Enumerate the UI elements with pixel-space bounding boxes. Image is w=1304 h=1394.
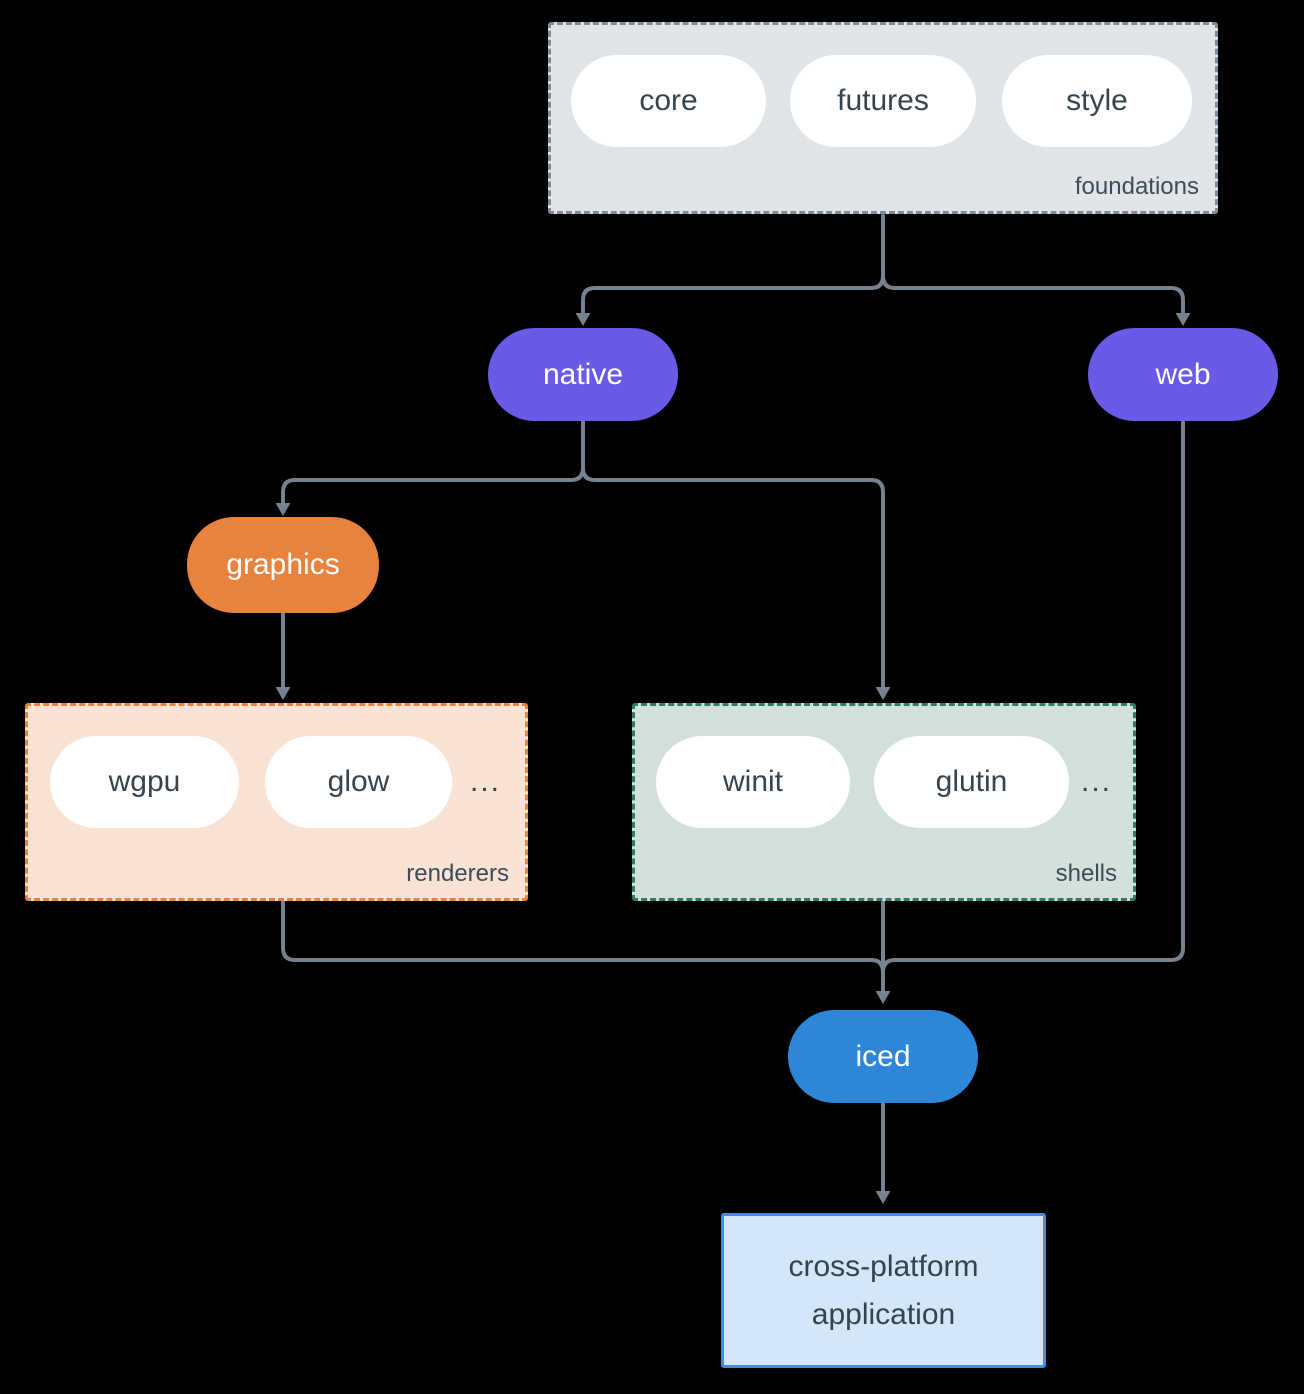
application-line2: application [811,1297,956,1331]
arrowhead-renderers [275,687,291,700]
edge-renderers-iced [281,900,885,974]
arrowhead-graphics [275,503,291,516]
arrowhead-native [575,313,591,326]
node-winit: winit [656,736,850,828]
foundations-label: foundations [1074,173,1199,200]
renderers-group: wgpu glow ... renderers [25,703,528,901]
node-style: style [1002,55,1192,147]
node-application: cross-platform application [721,1213,1046,1368]
foundations-group: core futures style foundations [548,22,1218,214]
arrowhead-web [1175,313,1191,326]
shells-ellipsis: ... [1080,765,1112,798]
node-web: web [1088,328,1278,421]
node-wgpu: wgpu [50,736,239,828]
node-iced: iced [788,1010,978,1103]
renderers-label: renderers [406,860,509,887]
application-line1: cross-platform [788,1249,979,1283]
node-glow: glow [265,736,452,828]
edge-foundations-web [881,214,1185,314]
node-glutin: glutin [874,736,1069,828]
edge-native-shells [581,420,885,688]
node-core: core [571,55,766,147]
edge-native-graphics [281,420,585,504]
node-futures: futures [790,55,976,147]
shells-group: winit glutin ... shells [632,703,1136,901]
shells-label: shells [1055,860,1117,887]
node-native: native [488,328,678,421]
arrowhead-shells [875,687,891,700]
arrowhead-application [875,1191,891,1204]
arrowhead-iced [875,991,891,1004]
renderers-ellipsis: ... [469,765,501,798]
node-graphics: graphics [187,517,379,613]
edge-foundations-native [581,214,885,314]
